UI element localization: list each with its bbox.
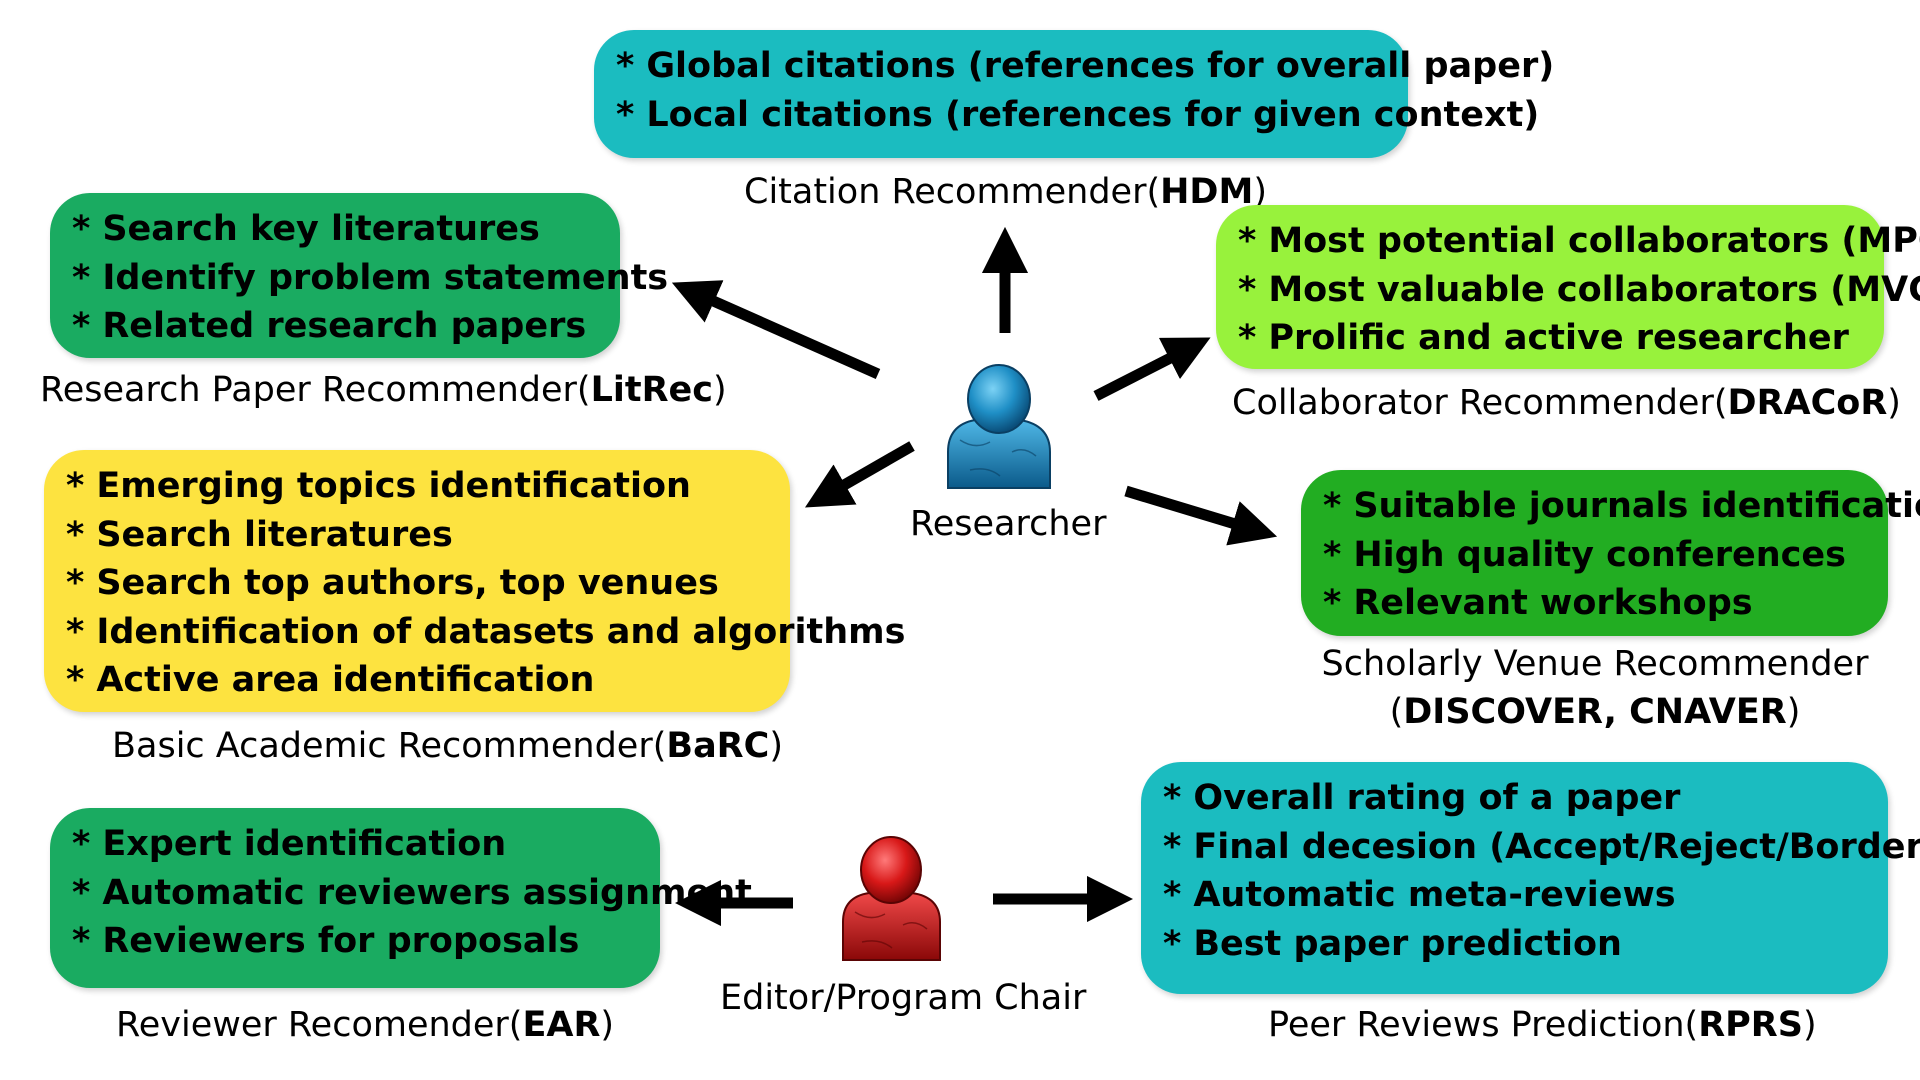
list-item: *Reviewers for proposals <box>72 921 580 961</box>
scholarly-venue-recommender-caption: Scholarly Venue Recommender <box>1321 644 1869 684</box>
list-item: *Automatic reviewers assignment <box>72 872 752 913</box>
arrow-to-dracor <box>1093 337 1211 401</box>
list-item: *Suitable journals identification <box>1323 486 1920 526</box>
researcher-label: Researcher <box>910 504 1107 544</box>
list-item: *Automatic meta-reviews <box>1163 875 1676 915</box>
list-item: *Prolific and active researcher <box>1238 318 1849 358</box>
list-item: *Best paper prediction <box>1163 923 1622 964</box>
collaborator-recommender-caption: Collaborator Recommender(DRACoR) <box>1232 383 1901 423</box>
list-item: *Search key literatures <box>72 209 540 249</box>
list-item: *Relevant workshops <box>1323 583 1753 623</box>
list-item: *Local citations (references for given c… <box>616 94 1540 135</box>
basic-academic-recommender-box: *Emerging topics identification *Search … <box>44 450 906 712</box>
list-item: *Emerging topics identification <box>66 466 691 506</box>
list-item: *Search top authors, top venues <box>66 563 719 603</box>
list-item: *High quality conferences <box>1323 534 1846 575</box>
list-item: *Identify problem statements <box>72 257 669 298</box>
list-item: *Overall rating of a paper <box>1163 778 1681 818</box>
scholarly-venue-recommender-box: *Suitable journals identification *High … <box>1301 470 1920 636</box>
editor-person-icon <box>842 836 941 961</box>
list-item: *Search literatures <box>66 514 453 555</box>
basic-academic-recommender-caption: Basic Academic Recommender(BaRC) <box>112 726 783 766</box>
peer-reviews-prediction-box: *Overall rating of a paper *Final decesi… <box>1141 762 1920 994</box>
research-paper-recommender-caption: Research Paper Recommender(LitRec) <box>40 370 727 410</box>
list-item: *Identification of datasets and algorith… <box>66 611 906 652</box>
arrow-to-discover <box>1124 485 1278 546</box>
list-item: *Expert identification <box>72 824 507 864</box>
arrow-to-litrec <box>671 280 881 380</box>
list-item: *Global citations (references for overal… <box>616 46 1555 86</box>
research-paper-recommender-box: *Search key literatures *Identify proble… <box>50 193 669 358</box>
editor-label: Editor/Program Chair <box>720 978 1087 1018</box>
scholarly-venue-recommender-acronyms: (DISCOVER, CNAVER) <box>1389 692 1801 732</box>
list-item: *Final decesion (Accept/Reject/Borderlin… <box>1163 826 1920 867</box>
reviewer-recommender-caption: Reviewer Recomender(EAR) <box>116 1005 615 1045</box>
reviewer-recommender-box: *Expert identification *Automatic review… <box>50 808 752 988</box>
citation-recommender-caption: Citation Recommender(HDM) <box>744 172 1267 212</box>
list-item: *Related research papers <box>72 306 587 346</box>
list-item: *Most valuable collaborators (MVCs) <box>1238 269 1920 310</box>
list-item: *Active area identification <box>66 660 595 700</box>
arrow-to-barc <box>804 441 915 508</box>
peer-reviews-prediction-caption: Peer Reviews Prediction(RPRS) <box>1268 1005 1817 1045</box>
list-item: *Most potential collaborators (MPCs) <box>1238 221 1920 261</box>
citation-recommender-box: *Global citations (references for overal… <box>594 30 1555 158</box>
collaborator-recommender-box: *Most potential collaborators (MPCs) *Mo… <box>1216 205 1920 369</box>
